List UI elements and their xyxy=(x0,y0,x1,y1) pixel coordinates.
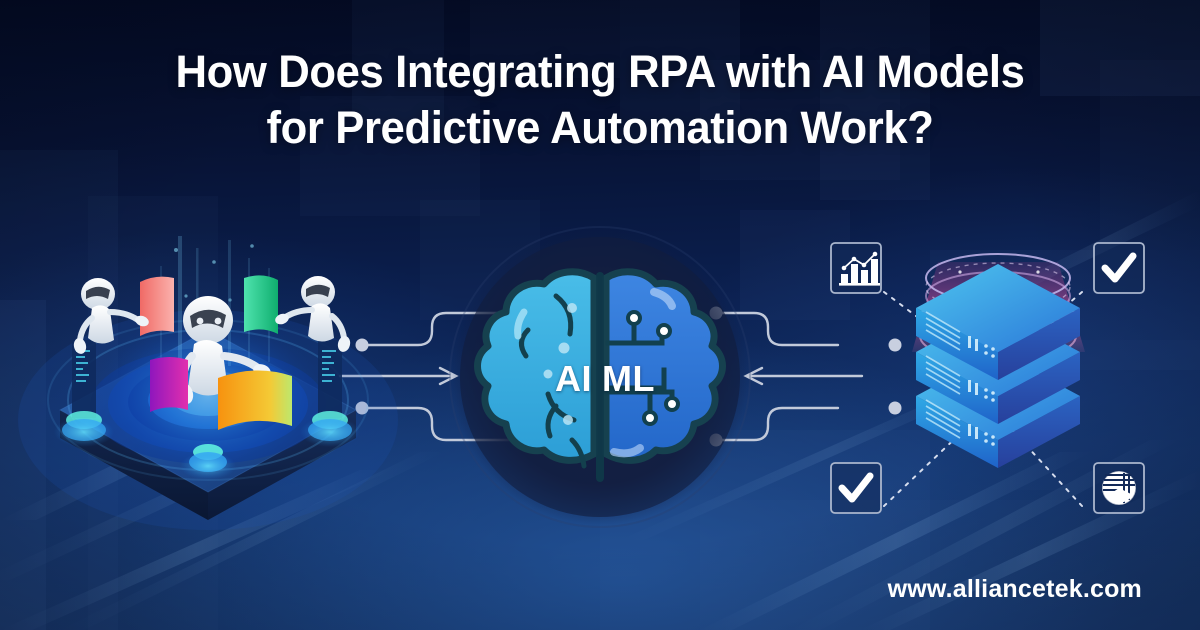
card-green xyxy=(244,275,278,334)
brain-label-ai: AI xyxy=(555,358,592,399)
brain-label-ml: ML xyxy=(602,358,655,399)
icon-check-bottom[interactable] xyxy=(830,462,882,514)
title-line-1: How Does Integrating RPA with AI Models xyxy=(175,46,1025,97)
website-url[interactable]: www.alliancetek.com xyxy=(887,575,1142,603)
robot-center xyxy=(178,296,271,404)
brain-left-lobe xyxy=(474,268,598,469)
icon-pie-chart[interactable] xyxy=(1093,462,1145,514)
icon-bar-chart[interactable] xyxy=(830,242,882,294)
robot-right xyxy=(275,276,351,352)
title-line-2: for Predictive Automation Work? xyxy=(266,102,934,153)
page-title: How Does Integrating RPA with AI Models … xyxy=(0,44,1200,156)
icon-check-top[interactable] xyxy=(1093,242,1145,294)
robot-left xyxy=(73,278,149,354)
